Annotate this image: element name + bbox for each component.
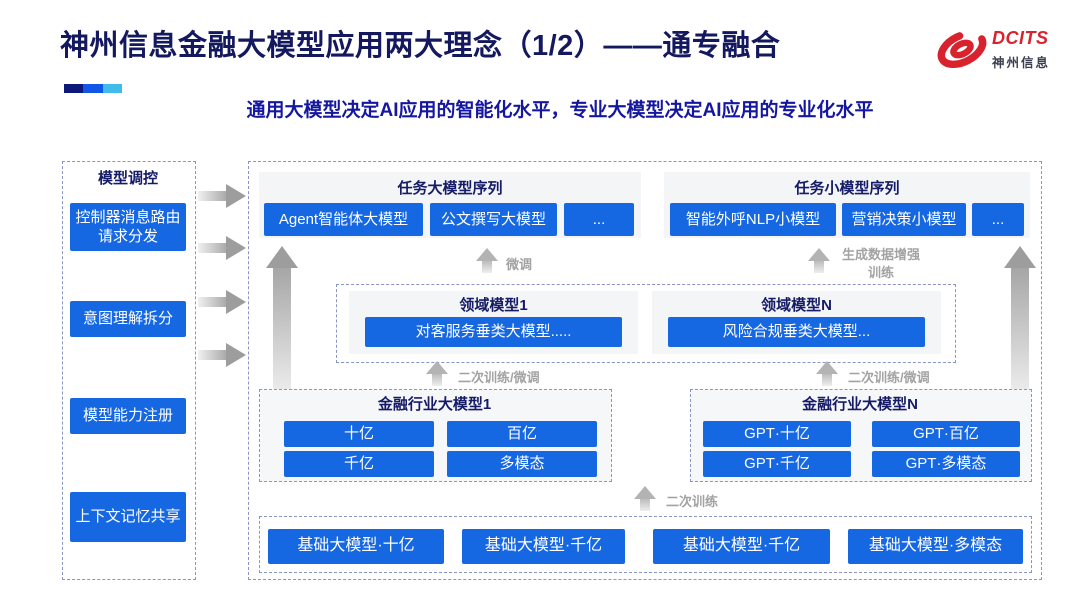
sidebar-title: 模型调控 [97,170,158,187]
small-arrow-up-icon [808,248,830,274]
model-chip: GPT·千亿 [703,451,851,477]
model-chip: 基础大模型·十亿 [268,529,444,564]
task-large-title: 任务大模型序列 [397,180,503,197]
model-chip: 基础大模型·多模态 [848,529,1023,564]
model-chip: 多模态 [447,451,597,477]
model-chip: 千亿 [284,451,434,477]
big-arrow-up-icon [266,246,298,392]
title-accent-bar [64,84,122,93]
model-chip: 公文撰写大模型 [430,203,557,236]
small-arrow-up-icon [634,486,656,512]
arrow-right-icon [198,290,246,314]
logo: DCITS 神州信息 [934,22,1054,76]
label-retrain-finetune: 二次训练/微调 [458,370,540,385]
arrow-right-icon [198,184,246,208]
subtitle: 通用大模型决定AI应用的智能化水平，专业大模型决定AI应用的专业化水平 [246,100,874,121]
accent-segment [64,84,83,93]
accent-segment [83,84,103,93]
big-arrow-up-icon [1004,246,1036,392]
model-chip: 营销决策小模型 [842,203,966,236]
label-gen-data-training: 生成数据增强训练 [841,247,920,280]
task-small-title: 任务小模型序列 [794,180,900,197]
model-chip-more: ... [564,203,634,236]
model-chip: 风险合规垂类大模型... [668,317,925,347]
page-title: 神州信息金融大模型应用两大理念（1/2）——通专融合 [60,30,781,62]
model-chip-more: ... [972,203,1024,236]
logo-brand-cn: 神州信息 [992,56,1051,70]
model-chip: 十亿 [284,421,434,447]
small-arrow-up-icon [816,361,838,387]
industry-model-1-title: 金融行业大模型1 [377,396,492,413]
domain-model-n-title: 领域模型N [761,297,832,314]
sidebar-item-intent: 意图理解拆分 [70,301,186,337]
model-chip: 智能外呼NLP小模型 [670,203,836,236]
model-chip: GPT·十亿 [703,421,851,447]
dcits-swirl-icon [937,29,987,69]
label-finetune: 微调 [506,257,533,272]
model-chip: GPT·多模态 [872,451,1020,477]
sidebar-item-register: 模型能力注册 [70,398,186,434]
model-chip: Agent智能体大模型 [264,203,423,236]
industry-model-n-title: 金融行业大模型N [802,396,918,413]
arrow-right-icon [198,236,246,260]
model-chip: 基础大模型·千亿 [462,529,625,564]
sidebar-item-context: 上下文记忆共享 [70,492,186,542]
label-retrain-finetune: 二次训练/微调 [848,370,930,385]
model-chip: 基础大模型·千亿 [653,529,830,564]
model-chip: 百亿 [447,421,597,447]
label-retrain: 二次训练 [666,494,719,509]
model-chip: 对客服务垂类大模型..... [365,317,622,347]
logo-brand: DCITS [992,28,1049,48]
model-chip: GPT·百亿 [872,421,1020,447]
small-arrow-up-icon [476,248,498,274]
sidebar-item-router: 控制器消息路由请求分发 [70,203,186,251]
small-arrow-up-icon [426,361,448,387]
accent-segment [103,84,122,93]
arrow-right-icon [198,343,246,367]
domain-model-1-title: 领域模型1 [459,297,528,314]
